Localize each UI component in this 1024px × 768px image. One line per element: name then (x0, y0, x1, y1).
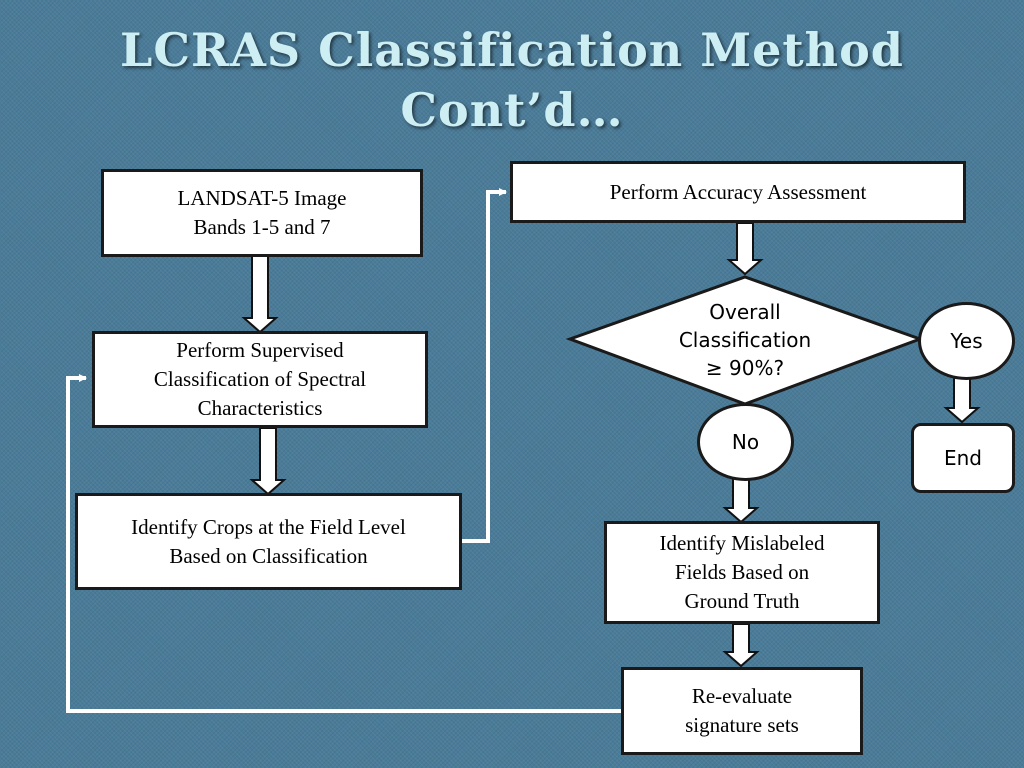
arrow-no-to-mislabeled (722, 477, 760, 524)
decision-label-wrap: Overall Classification ≥ 90%? (640, 295, 850, 385)
end-box: End (911, 423, 1015, 493)
yes-circle: Yes (918, 302, 1015, 380)
accuracy-assessment-box: Perform Accuracy Assessment (510, 161, 966, 223)
arrow-supervised-to-identify (249, 427, 287, 496)
no-label: No (731, 430, 760, 454)
decision-label: Overall Classification ≥ 90%? (678, 300, 812, 380)
supervised-classification-label: Perform Supervised Classification of Spe… (153, 338, 367, 420)
yes-label: Yes (950, 329, 983, 353)
connector-identify-to-accuracy (461, 188, 507, 543)
end-label: End (943, 446, 982, 470)
mislabeled-fields-label: Identify Mislabeled Fields Based on Grou… (659, 531, 825, 613)
slide-title: LCRAS Classification Method Cont’d… (0, 20, 1024, 140)
connector-reevaluate-to-supervised (66, 374, 622, 713)
no-circle: No (697, 403, 794, 481)
supervised-classification-box: Perform Supervised Classification of Spe… (92, 331, 428, 428)
arrow-mislabeled-to-reevaluate (722, 623, 760, 668)
arrow-yes-to-end (943, 377, 981, 424)
identify-crops-label: Identify Crops at the Field Level Based … (131, 514, 406, 568)
arrow-accuracy-to-decision (726, 222, 764, 276)
title-line-1: LCRAS Classification Method (120, 23, 904, 77)
landsat-image-box: LANDSAT-5 Image Bands 1-5 and 7 (101, 169, 423, 257)
accuracy-assessment-label: Perform Accuracy Assessment (609, 179, 867, 204)
mislabeled-fields-box: Identify Mislabeled Fields Based on Grou… (604, 521, 880, 624)
reevaluate-box: Re-evaluate signature sets (621, 667, 863, 755)
arrow-landsat-to-supervised (241, 255, 279, 334)
landsat-image-label: LANDSAT-5 Image Bands 1-5 and 7 (177, 186, 347, 239)
title-line-2: Cont’d… (400, 83, 624, 137)
reevaluate-label: Re-evaluate signature sets (685, 684, 799, 737)
identify-crops-box: Identify Crops at the Field Level Based … (75, 493, 462, 590)
